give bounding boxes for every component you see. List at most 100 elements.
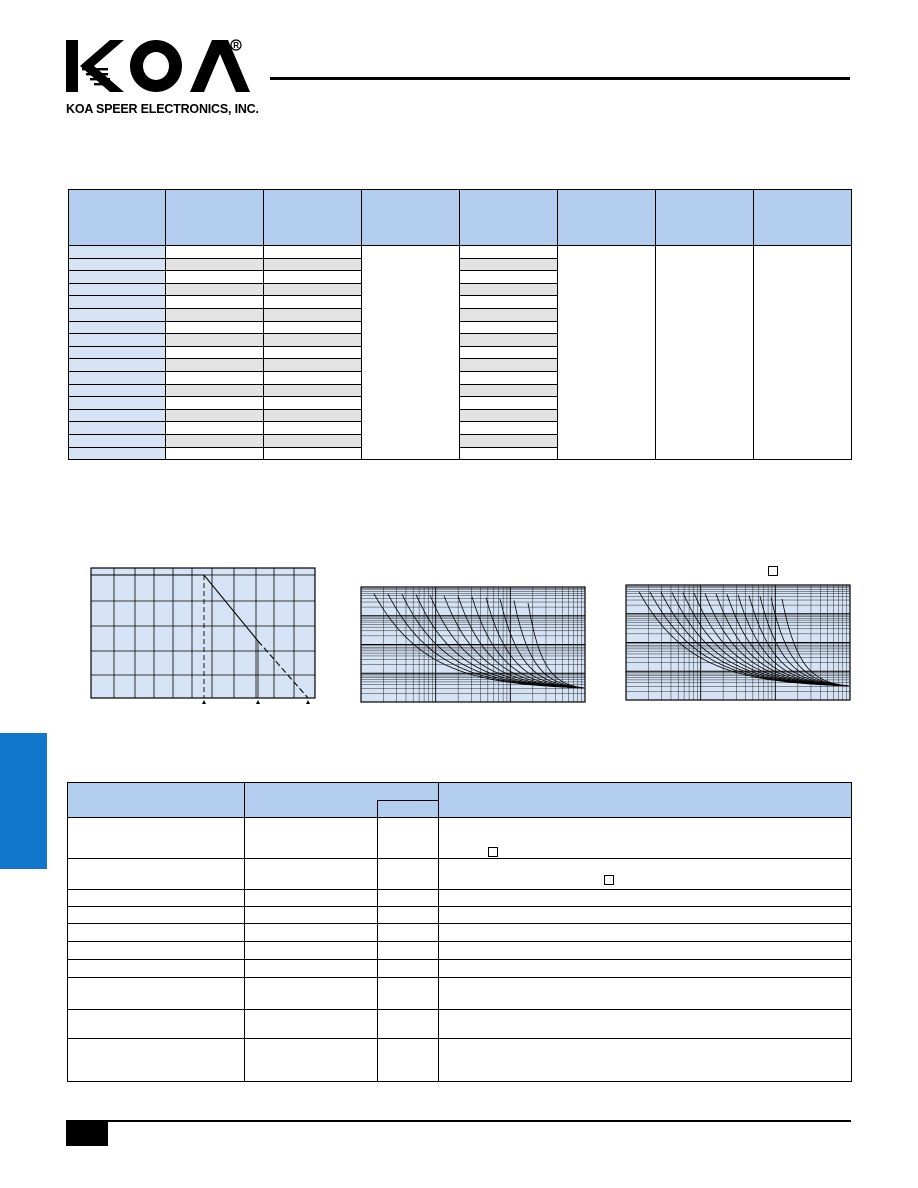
table-header-cell: [244, 800, 378, 818]
ratings-header-cell: [753, 189, 852, 246]
ratings-header-cell: [361, 189, 460, 246]
merged-cell: [655, 244, 754, 461]
curve-line: [513, 600, 584, 689]
gridlines: [625, 585, 850, 701]
table-cell: [263, 421, 362, 435]
table-cell: [459, 446, 558, 461]
table-row: [68, 408, 852, 423]
table-cell: [263, 270, 362, 284]
table-cell: [244, 817, 378, 859]
table-cell: [67, 906, 245, 924]
table-cell: [263, 282, 362, 297]
table-cell: [459, 295, 558, 309]
row-label-cell: [68, 257, 166, 272]
page-number-box: [66, 1122, 108, 1146]
table-header-row: [68, 800, 852, 818]
table-cell: [438, 817, 852, 859]
table-header-cell: [244, 782, 439, 801]
merged-cell: [361, 244, 460, 461]
table-cell: [438, 923, 852, 942]
table-cell: [263, 408, 362, 423]
table-cell: [459, 282, 558, 297]
table-cell: [263, 383, 362, 398]
table-row: [68, 333, 852, 347]
table-cell: [377, 858, 439, 890]
table-row: [67, 889, 852, 907]
company-name: KOA SPEER ELECTRONICS, INC.: [66, 102, 259, 116]
table-cell: [263, 396, 362, 410]
pulse-curve-figure-b: [625, 584, 851, 701]
table-cell: [67, 1038, 245, 1082]
derating-curve-figure: [90, 567, 316, 704]
table-cell: [165, 320, 264, 335]
table-cell: [165, 421, 264, 435]
table-cell: [67, 977, 245, 1010]
row-label-cell: [68, 320, 166, 335]
table-cell: [377, 1038, 439, 1082]
table-cell: [459, 421, 558, 435]
logo-letter-k: [66, 40, 124, 92]
table-cell: [165, 307, 264, 322]
logo-letter-a: [190, 40, 250, 92]
table-cell: [459, 358, 558, 372]
table-header-cell: [438, 782, 852, 818]
row-label-cell: [68, 295, 166, 309]
section-side-tab: [0, 733, 47, 869]
table-cell: [67, 923, 245, 942]
table-cell: [263, 320, 362, 335]
footer-rule: [66, 1120, 851, 1122]
table-cell: [165, 370, 264, 385]
table-cell: [438, 858, 852, 890]
ratings-header-cell: [459, 189, 558, 246]
table-row: [68, 244, 852, 461]
ratings-header-row: [68, 189, 852, 246]
checkbox-icon: [768, 566, 778, 576]
table-row: [68, 307, 852, 322]
table-cell: [438, 906, 852, 924]
ratings-header-cell: [165, 189, 264, 246]
table-cell: [459, 370, 558, 385]
table-header-cell: [377, 800, 439, 818]
table-cell: [244, 977, 378, 1010]
plot-area: [90, 567, 316, 699]
merged-cell: [557, 244, 656, 461]
table-cell: [377, 941, 439, 960]
table-cell: [438, 889, 852, 907]
table-cell: [438, 1009, 852, 1039]
table-cell: [165, 433, 264, 448]
row-label-cell: [68, 333, 166, 347]
curve-line: [499, 598, 585, 689]
table-cell: [165, 282, 264, 297]
row-label-cell: [68, 433, 166, 448]
checkbox-icon: [488, 847, 498, 857]
table-row: [67, 817, 852, 859]
table-row: [68, 446, 852, 461]
table-cell: [438, 959, 852, 978]
koa-logo: R: [66, 39, 250, 92]
table-cell: [165, 383, 264, 398]
row-label-cell: [68, 383, 166, 398]
gridlines: [91, 568, 315, 698]
table-cell: [263, 433, 362, 448]
table-row: [67, 923, 852, 942]
table-cell: [459, 320, 558, 335]
ratings-header-cell: [68, 189, 166, 246]
table-cell: [263, 345, 362, 360]
ratings-header-cell: [655, 189, 754, 246]
checkbox-icon: [604, 875, 614, 885]
table-cell: [377, 906, 439, 924]
row-label-cell: [68, 345, 166, 360]
table-cell: [244, 941, 378, 960]
svg-text:R: R: [233, 41, 239, 50]
table-cell: [263, 446, 362, 461]
table-cell: [244, 906, 378, 924]
table-cell: [459, 307, 558, 322]
derating-line: [91, 574, 259, 642]
table-cell: [263, 295, 362, 309]
table-cell: [263, 333, 362, 347]
table-cell: [377, 817, 439, 859]
table-row: [68, 295, 852, 309]
ratings-table: [68, 189, 852, 461]
table-cell: [165, 257, 264, 272]
table-cell: [263, 257, 362, 272]
